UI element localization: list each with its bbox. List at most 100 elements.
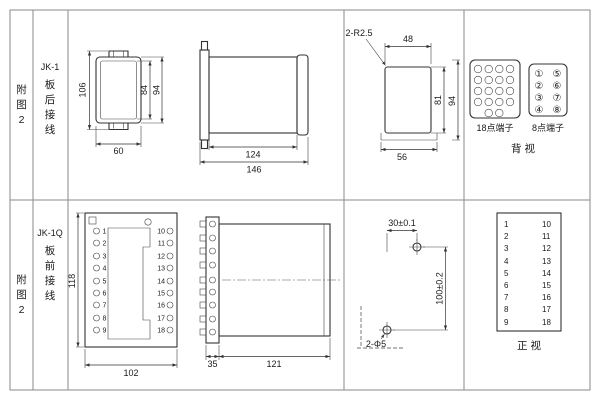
dim-label-94: 94 <box>152 85 162 95</box>
jk1-back-view-terminals: ① ⑤ ② ⑥ ③ ⑦ ④ ⑧ 18点端子 8点端子 背 视 <box>469 59 568 155</box>
dim-label-48: 48 <box>403 34 413 44</box>
model-name: JK-1 <box>41 62 60 72</box>
wiring-char: 接 <box>45 274 56 287</box>
jk1-front-view-drawing: 106 84 94 60 <box>78 50 164 156</box>
dim-label-94b: 94 <box>447 96 457 106</box>
term-num: 12 <box>157 254 165 261</box>
wiring-char: 板 <box>45 244 56 257</box>
dim-label-106: 106 <box>78 82 88 97</box>
term-num: 14 <box>157 279 165 286</box>
dim-label-146: 146 <box>246 165 261 175</box>
term-num: 17 <box>157 316 165 323</box>
wiring-char: 后 <box>45 94 56 106</box>
term-num: 9 <box>103 328 107 335</box>
term-num: 7 <box>103 303 107 310</box>
t8-cell: ① <box>535 69 544 80</box>
t8-cell: ② <box>535 81 544 92</box>
jk1q-side-view-drawing: 35 121 <box>199 216 340 369</box>
relay-silhouette <box>107 227 151 340</box>
term-num: 5 <box>103 279 107 286</box>
table-num: 8 <box>504 305 509 314</box>
t8-cell: ④ <box>535 105 544 116</box>
top-stud <box>200 40 209 51</box>
wiring-char: 线 <box>45 289 56 302</box>
row2-model-label: JK-1Q 板 前 接 线 <box>37 228 63 302</box>
model-name: JK-1Q <box>37 228 63 238</box>
term-num: 13 <box>157 266 165 273</box>
term-num: 4 <box>103 266 107 273</box>
fig-char: 图 <box>16 99 27 111</box>
top-terminal <box>144 218 152 226</box>
top-mount-tab <box>108 50 129 57</box>
dim-label-56: 56 <box>397 152 407 162</box>
terminal-18pt-label: 18点端子 <box>476 122 513 133</box>
fig-char: 2 <box>19 304 25 316</box>
fig-char: 附 <box>16 83 27 96</box>
corner-key <box>88 216 97 225</box>
case-inner-outline <box>100 60 137 120</box>
table-num: 6 <box>504 281 509 290</box>
table-num: 15 <box>542 281 551 290</box>
t8-cell: ⑤ <box>553 69 562 80</box>
row2-jk1q: 附 图 2 JK-1Q 板 前 接 线 1 2 3 <box>16 212 562 378</box>
table-outline <box>496 212 562 332</box>
case-outline <box>84 212 178 348</box>
table-left-column: 1 2 3 4 5 6 7 8 9 <box>504 220 509 327</box>
cutout-outline <box>384 66 432 134</box>
dim-label-35: 35 <box>207 359 217 369</box>
term-num: 8 <box>103 316 107 323</box>
dim-label-81: 81 <box>433 95 443 105</box>
terminal-18pt-block <box>469 59 521 119</box>
terminal-8pt-block <box>528 63 568 117</box>
hole-note: 2-Φ5 <box>366 339 386 349</box>
flange-outline <box>199 49 210 141</box>
table-num: 5 <box>504 269 509 278</box>
wiring-char: 接 <box>45 108 56 121</box>
term-num: 6 <box>103 291 107 298</box>
term-num: 2 <box>103 241 107 248</box>
t8-cell: ⑥ <box>553 81 562 92</box>
dim-label-124: 124 <box>245 150 260 160</box>
table-num: 14 <box>542 269 551 278</box>
table-right-column: 10 11 12 13 14 15 16 17 18 <box>542 220 551 327</box>
jk1-panel-cutout-drawing: 2-R2.5 48 81 94 56 <box>345 28 460 162</box>
terminal-strip-outline <box>205 216 220 344</box>
right-terminal-numbers: 10 11 12 13 14 15 16 17 18 <box>157 229 165 335</box>
table-num: 4 <box>504 257 509 266</box>
front-view-label: 正 视 <box>517 339 541 352</box>
table-num: 1 <box>504 220 509 229</box>
t8-cell: ⑧ <box>553 105 562 116</box>
dim-label-118: 118 <box>67 274 77 288</box>
bottom-stud <box>200 139 209 150</box>
table-num: 3 <box>504 244 509 253</box>
term-num: 15 <box>157 291 165 298</box>
term-num: 18 <box>157 328 165 335</box>
table-num: 11 <box>542 232 551 241</box>
row2-figure-label: 附 图 2 <box>16 273 27 316</box>
terminal-18pt-grid <box>473 64 515 118</box>
case-outline <box>95 56 142 124</box>
jk1q-front-view-drawing: 1 2 3 4 5 6 7 8 9 10 11 12 13 14 <box>67 212 178 378</box>
terminal-8pt-label: 8点端子 <box>532 122 564 133</box>
back-view-label: 背 视 <box>511 142 535 155</box>
jk1q-drilling-plan: 30±0.1 100±0.2 2-Φ5 <box>357 218 448 349</box>
body-outline <box>208 56 298 134</box>
fig-char: 2 <box>19 114 25 126</box>
row1-jk1: 附 图 2 JK-1 板 后 接 线 106 84 94 <box>16 28 568 175</box>
term-num: 3 <box>103 254 107 261</box>
jk1-side-view-drawing: 124 146 <box>199 40 309 175</box>
back-cap-outline <box>296 54 309 136</box>
dim-label-84: 84 <box>139 85 149 95</box>
table-num: 9 <box>504 318 509 327</box>
bottom-mount-tab <box>108 123 129 131</box>
table-grid <box>9 9 591 391</box>
table-num: 13 <box>542 257 551 266</box>
row1-model-label: JK-1 板 后 接 线 <box>41 62 60 136</box>
dim-label-102: 102 <box>123 368 138 378</box>
table-num: 16 <box>542 293 551 302</box>
right-terminal-circles <box>166 227 174 334</box>
table-num: 7 <box>504 293 509 302</box>
dim-label-30: 30±0.1 <box>388 218 415 228</box>
term-num: 10 <box>157 229 165 236</box>
